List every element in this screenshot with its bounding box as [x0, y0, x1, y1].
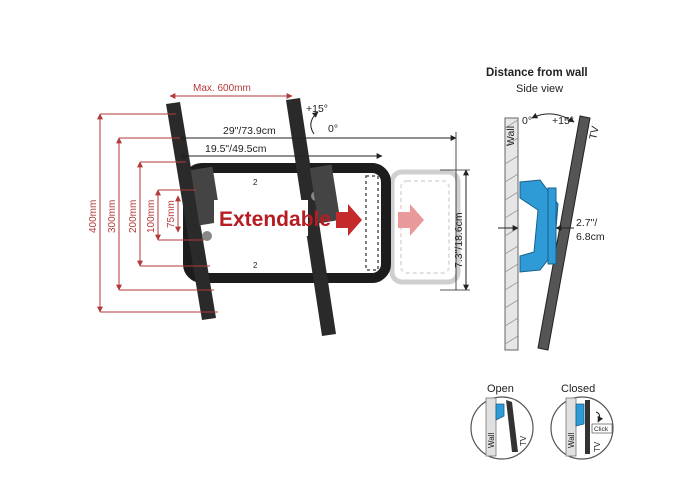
- side-depth-1: 2.7"/: [576, 217, 597, 229]
- h200-label: 200mm: [128, 200, 139, 233]
- arrow-right-faded-icon: [398, 204, 424, 236]
- side-bracket: [519, 179, 559, 273]
- height-right-label: 7.3"/18.6cm: [453, 212, 465, 268]
- side-wall-label: Wall: [505, 126, 517, 146]
- dim-heights: [97, 113, 218, 313]
- lock-open-detail: Open Wall TV: [470, 383, 534, 460]
- tilt-up-label: +15°: [306, 103, 328, 115]
- tilt-zero-label: 0°: [328, 123, 338, 135]
- lock-open-wall: Wall: [487, 433, 496, 448]
- side-depth-2: 6.8cm: [576, 231, 605, 243]
- lock-closed-detail: Closed Click Wall TV: [550, 383, 614, 460]
- extendable-label: Extendable: [219, 208, 331, 231]
- tilt-indicator: +15° 0°: [306, 103, 338, 135]
- width-29-label: 29"/73.9cm: [223, 125, 276, 137]
- lock-open-label: Open: [487, 383, 514, 395]
- dim-max-width: Max. 600mm: [169, 83, 293, 99]
- h400-label: 400mm: [88, 200, 99, 233]
- h75-label: 75mm: [166, 200, 177, 228]
- dim-width-19: 19.5"/49.5cm: [179, 143, 383, 159]
- extendable-banner: Extendable: [214, 200, 424, 236]
- rail-mark-top: 2: [253, 178, 258, 187]
- side-subtitle: Side view: [516, 83, 563, 95]
- dim-width-29: 29"/73.9cm: [179, 125, 457, 290]
- front-view: 2 2 Extendable Max. 600mm: [88, 83, 470, 336]
- side-angle-up: +15°: [552, 115, 574, 127]
- lock-closed-tv: TV: [593, 441, 602, 452]
- lock-closed-wall: Wall: [567, 433, 576, 448]
- width-19-label: 19.5"/49.5cm: [205, 143, 267, 155]
- lock-closed-label: Closed: [561, 383, 595, 395]
- h100-label: 100mm: [146, 200, 157, 233]
- side-tv-label: TV: [587, 125, 602, 141]
- side-angle-zero: 0°: [522, 115, 532, 127]
- side-view: Distance from wall Side view Wall TV 0° …: [486, 67, 605, 351]
- max-width-label: Max. 600mm: [193, 83, 251, 94]
- lock-click-label: Click: [594, 426, 609, 433]
- h300-label: 300mm: [107, 200, 118, 233]
- rail-mark-bottom: 2: [253, 261, 258, 270]
- side-tv: [537, 115, 591, 351]
- side-title: Distance from wall: [486, 67, 588, 79]
- lock-open-tv: TV: [519, 435, 528, 446]
- dim-height-right: 7.3"/18.6cm: [440, 169, 470, 291]
- arrow-right-icon: [336, 204, 362, 236]
- wall-section: [504, 117, 519, 351]
